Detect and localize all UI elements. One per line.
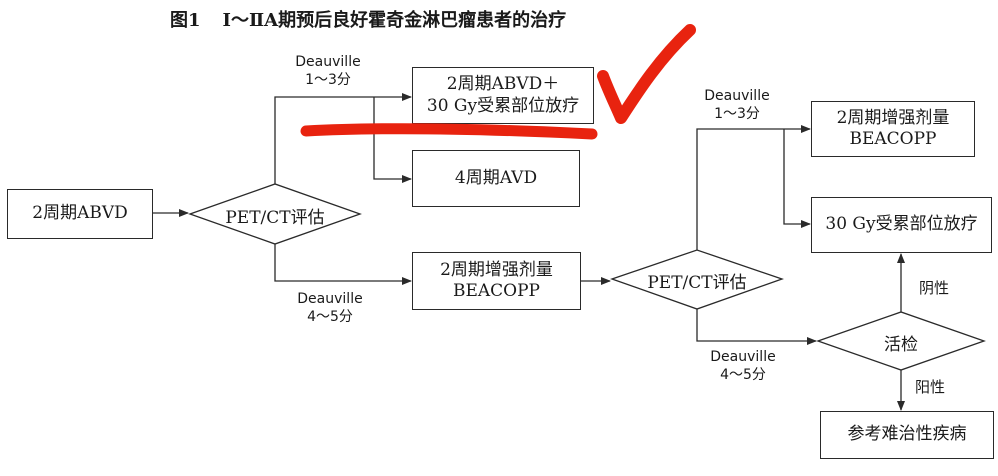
box-beacopp-1: 2周期增强剂量 BEACOPP: [412, 252, 581, 310]
arrow-petct2-biopsy: [696, 309, 817, 345]
box-beacopp-1-line2: BEACOPP: [452, 281, 540, 301]
edge-label-deauville-1-3-upper-line2: 1～3分: [305, 72, 351, 89]
box-refractory: 参考难治性疾病: [820, 411, 994, 459]
line-petct2-up: [696, 128, 784, 250]
petct1-diamond: [188, 183, 362, 245]
box-abvd-radiotherapy-line2: 30 Gy受累部位放疗: [426, 95, 580, 116]
petct2-label: PET/CT评估: [647, 273, 747, 293]
edge-label-deauville-1-3-right: Deauville 1～3分: [692, 87, 782, 123]
arrow-to-rt: [783, 129, 811, 228]
edge-label-deauville-4-5-right-line1: Deauville: [710, 349, 776, 365]
box-beacopp-2: 2周期增强剂量 BEACOPP: [811, 101, 975, 157]
arrow-petct1-beacopp1: [274, 244, 412, 285]
line-petct1-up: [274, 96, 374, 184]
figure-title: 图1 Ⅰ～ⅡA期预后良好霍奇金淋巴瘤患者的治疗: [170, 6, 566, 32]
box-start-abvd: 2周期ABVD: [7, 189, 153, 239]
edge-label-deauville-4-5-lower-line2: 4～5分: [307, 309, 353, 326]
box-radiotherapy-label: 30 Gy受累部位放疗: [825, 214, 978, 235]
edge-label-deauville-1-3-right-line2: 1～3分: [714, 106, 760, 123]
edge-label-deauville-4-5-right: Deauville 4～5分: [698, 348, 788, 384]
petct2-diamond: [610, 249, 784, 310]
box-beacopp-2-line1: 2周期增强剂量: [836, 107, 950, 128]
edge-label-deauville-4-5-right-line2: 4～5分: [720, 367, 766, 384]
box-avd: 4周期AVD: [412, 150, 580, 207]
edge-label-deauville-1-3-right-line1: Deauville: [704, 88, 770, 104]
biopsy-label: 活检: [884, 335, 918, 355]
edge-label-deauville-1-3-upper-line1: Deauville: [295, 54, 361, 70]
box-beacopp-2-line2: BEACOPP: [849, 129, 937, 149]
edge-label-negative: 阴性: [918, 279, 949, 297]
box-abvd-radiotherapy-line1: 2周期ABVD＋: [446, 74, 560, 95]
box-radiotherapy: 30 Gy受累部位放疗: [811, 197, 992, 253]
biopsy-diamond: [816, 311, 986, 371]
edge-label-deauville-1-3-upper: Deauville 1～3分: [283, 53, 373, 89]
box-refractory-label: 参考难治性疾病: [847, 424, 967, 445]
edge-label-deauville-4-5-lower-line1: Deauville: [297, 291, 363, 307]
edge-label-deauville-4-5-lower: Deauville 4～5分: [285, 290, 375, 326]
box-beacopp-1-line1: 2周期增强剂量: [440, 259, 553, 280]
petct1-label: PET/CT评估: [225, 208, 325, 228]
figure-title-text: Ⅰ～ⅡA期预后良好霍奇金淋巴瘤患者的治疗: [222, 10, 567, 31]
box-start-abvd-label: 2周期ABVD: [32, 203, 128, 224]
edge-label-positive: 阳性: [914, 378, 945, 396]
red-checkmark: [597, 24, 696, 124]
box-avd-label: 4周期AVD: [454, 167, 538, 188]
box-abvd-radiotherapy: 2周期ABVD＋ 30 Gy受累部位放疗: [412, 67, 594, 124]
red-strike-line: [300, 123, 598, 140]
figure-label: 图1: [170, 10, 201, 31]
